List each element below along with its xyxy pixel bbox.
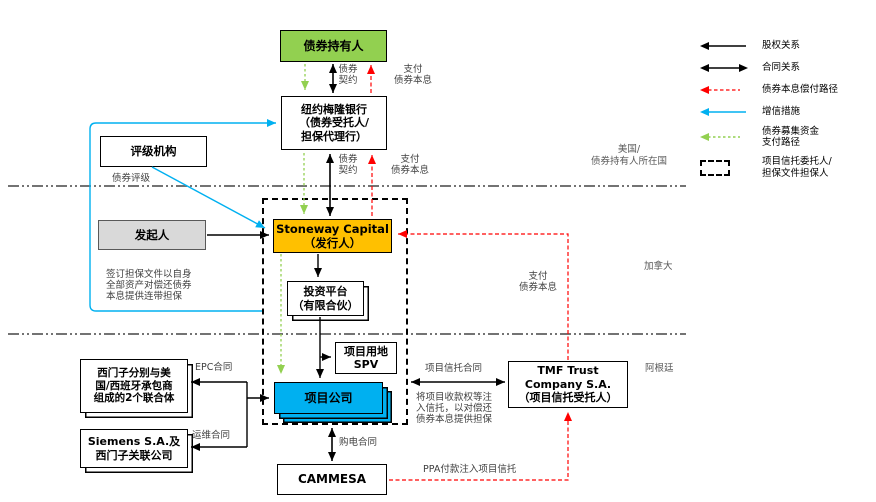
contract-arrow-icon	[700, 63, 752, 73]
node-epc-contractors: 西门子分别与美 国/西班牙承包商 组成的2个联合体	[80, 359, 188, 413]
label-bond-indenture-mid: 债券 契约	[338, 154, 358, 177]
region-label-us: 美国/ 债券持有人所在国	[590, 144, 667, 167]
legend-label: 合同关系	[762, 61, 801, 73]
node-rating-agency: 评级机构	[100, 136, 207, 167]
legend-label: 增信措施	[762, 105, 801, 117]
node-bondholders: 债券持有人	[280, 30, 387, 62]
legend-label: 股权关系	[762, 40, 801, 51]
us-canada-divider-line	[8, 185, 686, 187]
node-project-company: 项目公司	[274, 382, 383, 414]
node-cammesa: CAMMESA	[277, 464, 387, 495]
proceeds-arrow-icon	[700, 132, 752, 142]
node-project-land-spv: 项目用地 SPV	[335, 342, 397, 374]
label-trust-injection: 将项目收款权等注 入信托，以对偿还 债券本息提供担保	[416, 392, 493, 426]
region-label-canada: 加拿大	[644, 261, 673, 272]
legend-row-contract: 合同关系	[700, 62, 876, 74]
node-tmf-trust-company: TMF Trust Company S.A. （项目信托受托人）	[508, 361, 628, 408]
node-stoneway-capital-issuer: Stoneway Capital （发行人）	[273, 219, 392, 253]
debt-service-arrow-icon	[700, 85, 752, 95]
legend-label: 债券本息偿付路径	[762, 83, 839, 95]
trustor-box-icon	[700, 160, 752, 177]
node-sponsor: 发起人	[98, 220, 206, 250]
legend-label: 债券募集资金 支付路径	[762, 125, 820, 149]
canada-argentina-divider-line	[8, 333, 686, 335]
node-bony-mellon-bank: 纽约梅隆银行 （债券受托人/ 担保代理行）	[281, 96, 387, 150]
equity-arrow-icon	[700, 41, 752, 51]
label-project-trust-contract: 项目信托合同	[425, 363, 483, 374]
label-bond-indenture-top: 债券 契约	[338, 64, 358, 87]
legend-row-debt-service: 债券本息偿付路径	[700, 84, 876, 96]
label-pay-debt-right: 支付 债券本息	[518, 271, 557, 294]
label-sponsor-guarantee: 签订担保文件以自身 全部资产对偿还债券 本息提供连带担保	[106, 269, 192, 303]
legend-row-credit-enhancement: 增信措施	[700, 106, 876, 118]
label-bond-rating: 债券评级	[112, 173, 151, 184]
legend-row-bond-proceeds: 债券募集资金 支付路径	[700, 126, 876, 150]
node-siemens-affiliates: Siemens S.A.及 西门子关联公司	[80, 429, 188, 468]
legend-label: 项目信托委托人/ 担保文件担保人	[762, 156, 832, 180]
label-om-contract: 运维合同	[192, 430, 231, 441]
label-pay-debt-mid: 支付 债券本息	[390, 154, 429, 177]
label-epc-contract: EPC合同	[195, 362, 233, 373]
legend-row-equity: 股权关系	[700, 40, 876, 52]
label-pay-debt-top: 支付 债券本息	[393, 64, 432, 87]
legend-row-trustor-guarantor: 项目信托委托人/ 担保文件担保人	[700, 156, 876, 180]
label-ppa-payment: PPA付款注入项目信托	[423, 464, 517, 475]
node-investment-platform: 投资平台 （有限合伙）	[287, 281, 364, 316]
credit-enhancement-arrow-icon	[700, 107, 752, 117]
region-label-argentina: 阿根廷	[645, 363, 674, 374]
label-power-purchase-contract: 购电合同	[339, 437, 378, 448]
legend: 股权关系 合同关系 债券本息偿付路径 增信措施 债券募集资金 支付路径	[700, 40, 876, 180]
